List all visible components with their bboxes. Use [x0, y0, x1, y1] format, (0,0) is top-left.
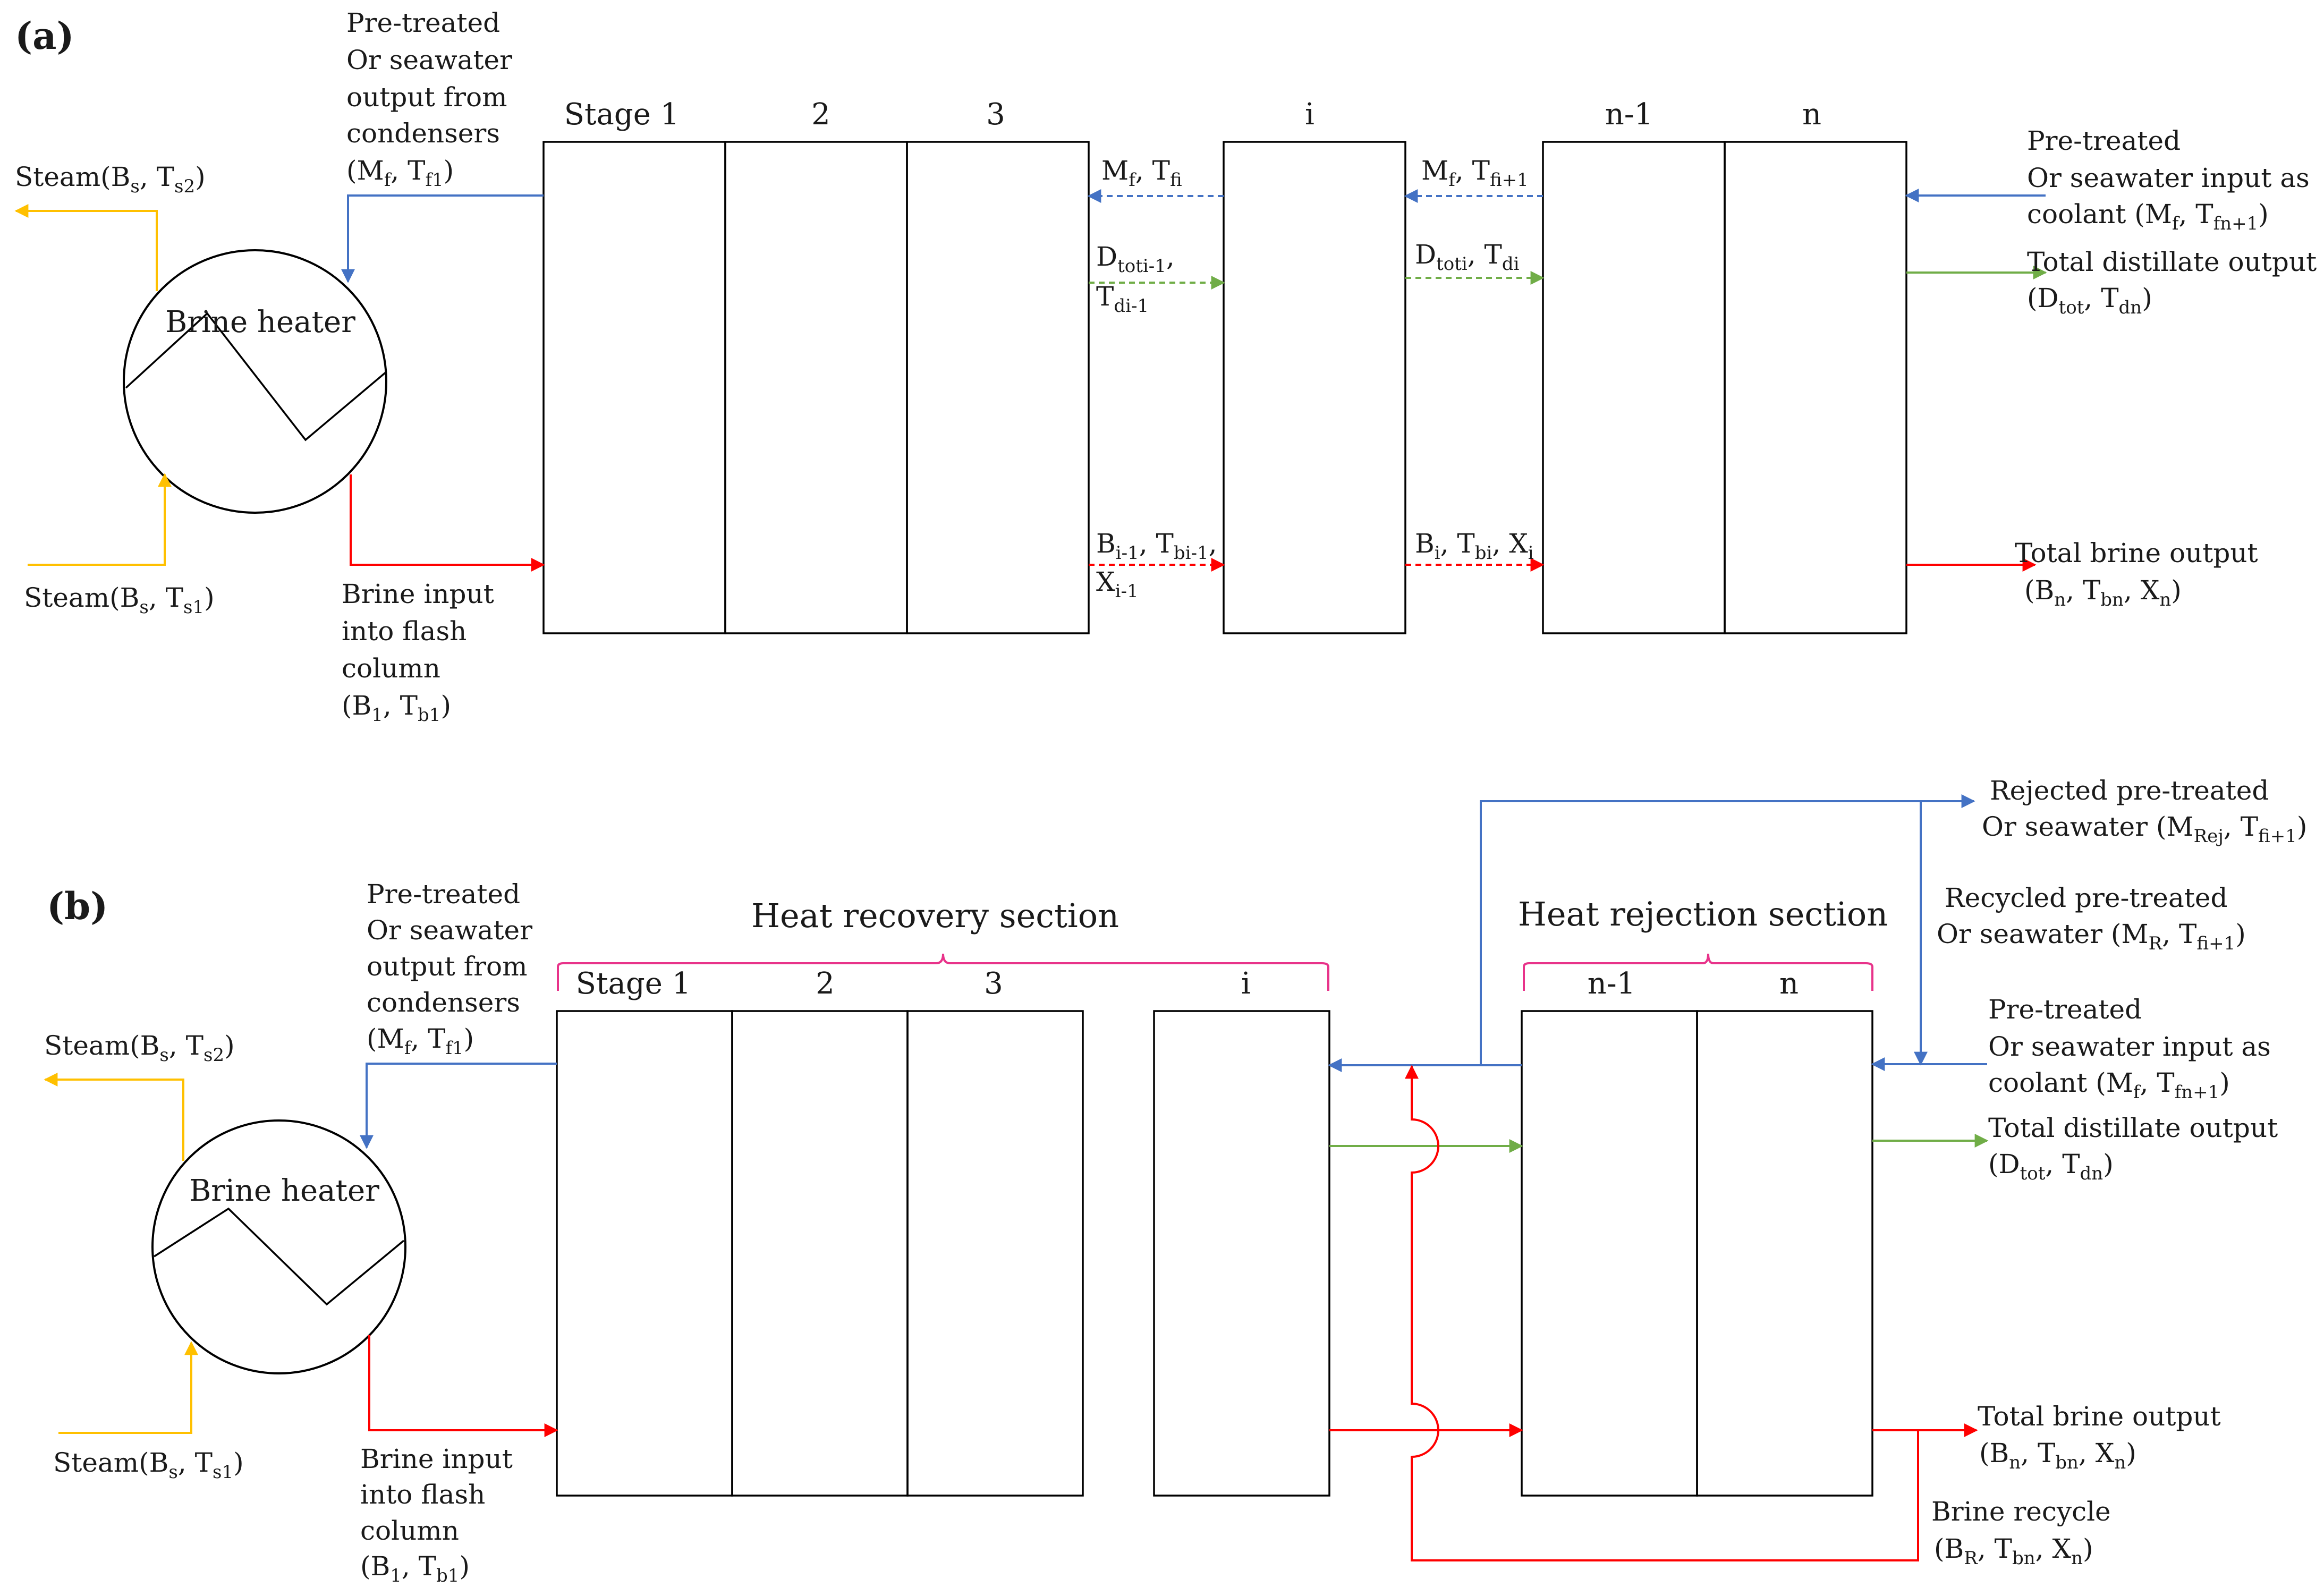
panel-a-stage-1-box — [542, 141, 726, 634]
panel-b-steam-in-label: Steam(Bs, Ts1) — [53, 1447, 244, 1483]
panel-a-stage-label-i: i — [1305, 97, 1314, 132]
panel-a-coolant-label: Pre-treated Or seawater input as — [2027, 125, 2310, 193]
panel-b-brine-input-arrow — [368, 1335, 558, 1437]
panel-a-stage-2-box — [724, 141, 908, 634]
panel-b-brine-output-formula: (Bn, Tbn, Xn) — [1979, 1438, 2136, 1473]
panel-b-brine-heater-label: Brine heater — [189, 1174, 379, 1208]
panel-b-stage-label-n: n — [1779, 966, 1799, 1001]
panel-a-brine-left-label-2: Xi-1 — [1096, 566, 1139, 602]
panel-a-stage-3-box — [906, 141, 1090, 634]
panel-a-brine-output-formula: (Bn, Tbn, Xn) — [2024, 575, 2182, 610]
panel-b-stage-block-left — [556, 1010, 1084, 1497]
panel-a-distillate-label: Total distillate output — [2027, 247, 2317, 277]
heat-recovery-section-label: Heat recovery section — [751, 896, 1119, 935]
panel-b-stage-2-box — [731, 1010, 909, 1497]
panel-a-stage-label-n-1: n-1 — [1605, 97, 1653, 132]
panel-a-stage-label-n: n — [1802, 97, 1821, 132]
panel-b-coolant-label: Pre-treated Or seawater input as — [1988, 994, 2271, 1062]
panel-a-feed-left-label: Mf, Tfi — [1101, 155, 1182, 191]
panel-a-feed-out-label: Pre-treated Or seawater output from cond… — [346, 7, 521, 149]
panel-a-heater-coil — [125, 312, 387, 442]
panel-a-brine-left-label-1: Bi-1, Tbi-1, — [1096, 528, 1217, 564]
panel-b-heater-coil — [154, 1207, 405, 1306]
panel-b-brine-recycle-label: Brine recycle — [1931, 1496, 2111, 1527]
panel-b-brine-heater-circle — [151, 1119, 406, 1374]
panel-b-feed-out-formula: (Mf, Tf1) — [367, 1023, 474, 1059]
panel-a-brine-heater-label: Brine heater — [165, 305, 355, 339]
panel-b-coolant-formula: coolant (Mf, Tfn+1) — [1988, 1067, 2230, 1103]
panel-a-distillate-formula: (Dtot, Tdn) — [2027, 283, 2152, 318]
panel-a-brine-output-label: Total brine output — [2015, 538, 2258, 568]
panel-a-stage-block-right — [1542, 141, 1907, 634]
panel-b: (b) Heat recovery section Heat rejection… — [44, 775, 2307, 1586]
panel-b-distillate-label: Total distillate output — [1988, 1113, 2278, 1143]
heat-rejection-section-label: Heat rejection section — [1518, 895, 1888, 933]
panel-a-stage-block-left — [542, 141, 1090, 634]
panel-b-steam-out-label: Steam(Bs, Ts2) — [44, 1030, 235, 1066]
panel-a-stage-n-1-box — [1542, 141, 1726, 634]
panel-a-feed-right-label: Mf, Tfi+1 — [1421, 155, 1529, 191]
panel-b-feed-out-label: Pre-treated Or seawater output from cond… — [367, 879, 541, 1018]
panel-a-distillate-left-label-1: Dtoti-1, — [1096, 241, 1175, 277]
panel-b-stage-label-n-1: n-1 — [1588, 966, 1636, 1001]
panel-b-rejected-line — [1448, 794, 1975, 1066]
panel-b-stage-label-i: i — [1241, 966, 1251, 1001]
panel-a-brine-heater: Brine heater — [123, 249, 387, 514]
panel-b-brine-recycle-loop — [1405, 1065, 1919, 1561]
panel-b-brine-in-label: Brine input into flash column — [360, 1444, 521, 1546]
panel-b-steam-in-arrow — [58, 1341, 198, 1434]
panel-a-feed-to-heater-arrow — [341, 194, 544, 283]
panel-b-stage-1-box — [556, 1010, 733, 1497]
panel-a-steam-in-label: Steam(Bs, Ts1) — [24, 582, 215, 618]
panel-b-stage-3-box — [906, 1010, 1084, 1497]
panel-b-stage-block-right — [1521, 1010, 1873, 1497]
panel-a-distillate-right-label: Dtoti, Tdi — [1415, 239, 1520, 275]
panel-a-stage-i-box — [1223, 141, 1406, 634]
panel-b-brine-output-label: Total brine output — [1978, 1401, 2221, 1432]
panel-b-stage-n-box — [1696, 1010, 1873, 1497]
panel-a-feed-out-formula: (Mf, Tf1) — [346, 155, 454, 191]
panel-b-stage-label-1: Stage 1 — [576, 966, 691, 1001]
panel-b-distillate-formula: (Dtot, Tdn) — [1988, 1149, 2114, 1184]
panel-a-stage-label-2: 2 — [811, 97, 830, 132]
panel-a-stage-n-box — [1724, 141, 1907, 634]
panel-b-stage-label-3: 3 — [984, 966, 1003, 1001]
panel-b-stage-label-2: 2 — [816, 966, 835, 1001]
panel-a: (a) Stage 1 2 3 i n-1 n Brine heater Ste… — [14, 7, 2317, 726]
heat-recovery-bracket — [557, 953, 1329, 991]
panel-a-brine-heater-circle — [123, 249, 387, 514]
panel-a-steam-out-arrow — [14, 204, 158, 291]
panel-b-rejected-label: Rejected pre-treated — [1990, 775, 2269, 806]
panel-a-brine-in-label: Brine input into flash column — [342, 579, 503, 684]
panel-b-brine-in-formula: (B1, Tb1) — [360, 1551, 470, 1586]
panel-b-label: (b) — [47, 884, 108, 928]
heat-rejection-bracket — [1523, 953, 1873, 991]
panel-b-rejected-formula: Or seawater (MRej, Tfi+1) — [1982, 811, 2307, 847]
panel-b-brine-recycle-formula: (BR, Tbn, Xn) — [1934, 1533, 2093, 1569]
panel-a-label: (a) — [15, 14, 74, 58]
panel-b-recycled-label: Recycled pre-treated — [1945, 882, 2227, 913]
panel-b-stage-i-box — [1153, 1010, 1330, 1497]
panel-a-stage-label-1: Stage 1 — [564, 97, 680, 132]
panel-b-recycled-formula: Or seawater (MR, Tfi+1) — [1937, 919, 2246, 954]
panel-b-steam-out-arrow — [44, 1073, 184, 1161]
panel-a-steam-in-arrow — [28, 473, 172, 566]
panel-a-distillate-left-label-2: Tdi-1 — [1096, 281, 1149, 317]
panel-b-feed-to-heater-arrow — [360, 1063, 557, 1149]
panel-b-brine-heater: Brine heater — [151, 1119, 406, 1374]
panel-a-brine-right-label: Bi, Tbi, Xi — [1415, 528, 1534, 564]
panel-b-stage-n-1-box — [1521, 1010, 1698, 1497]
panel-b-coolant-loop — [1328, 794, 1987, 1072]
panel-a-coolant-formula: coolant (Mf, Tfn+1) — [2027, 199, 2269, 234]
panel-a-brine-input-arrow — [350, 474, 545, 572]
panel-a-steam-out-label: Steam(Bs, Ts2) — [15, 162, 206, 197]
panel-a-stage-label-3: 3 — [986, 97, 1005, 132]
panel-a-brine-in-formula: (B1, Tb1) — [342, 690, 451, 726]
